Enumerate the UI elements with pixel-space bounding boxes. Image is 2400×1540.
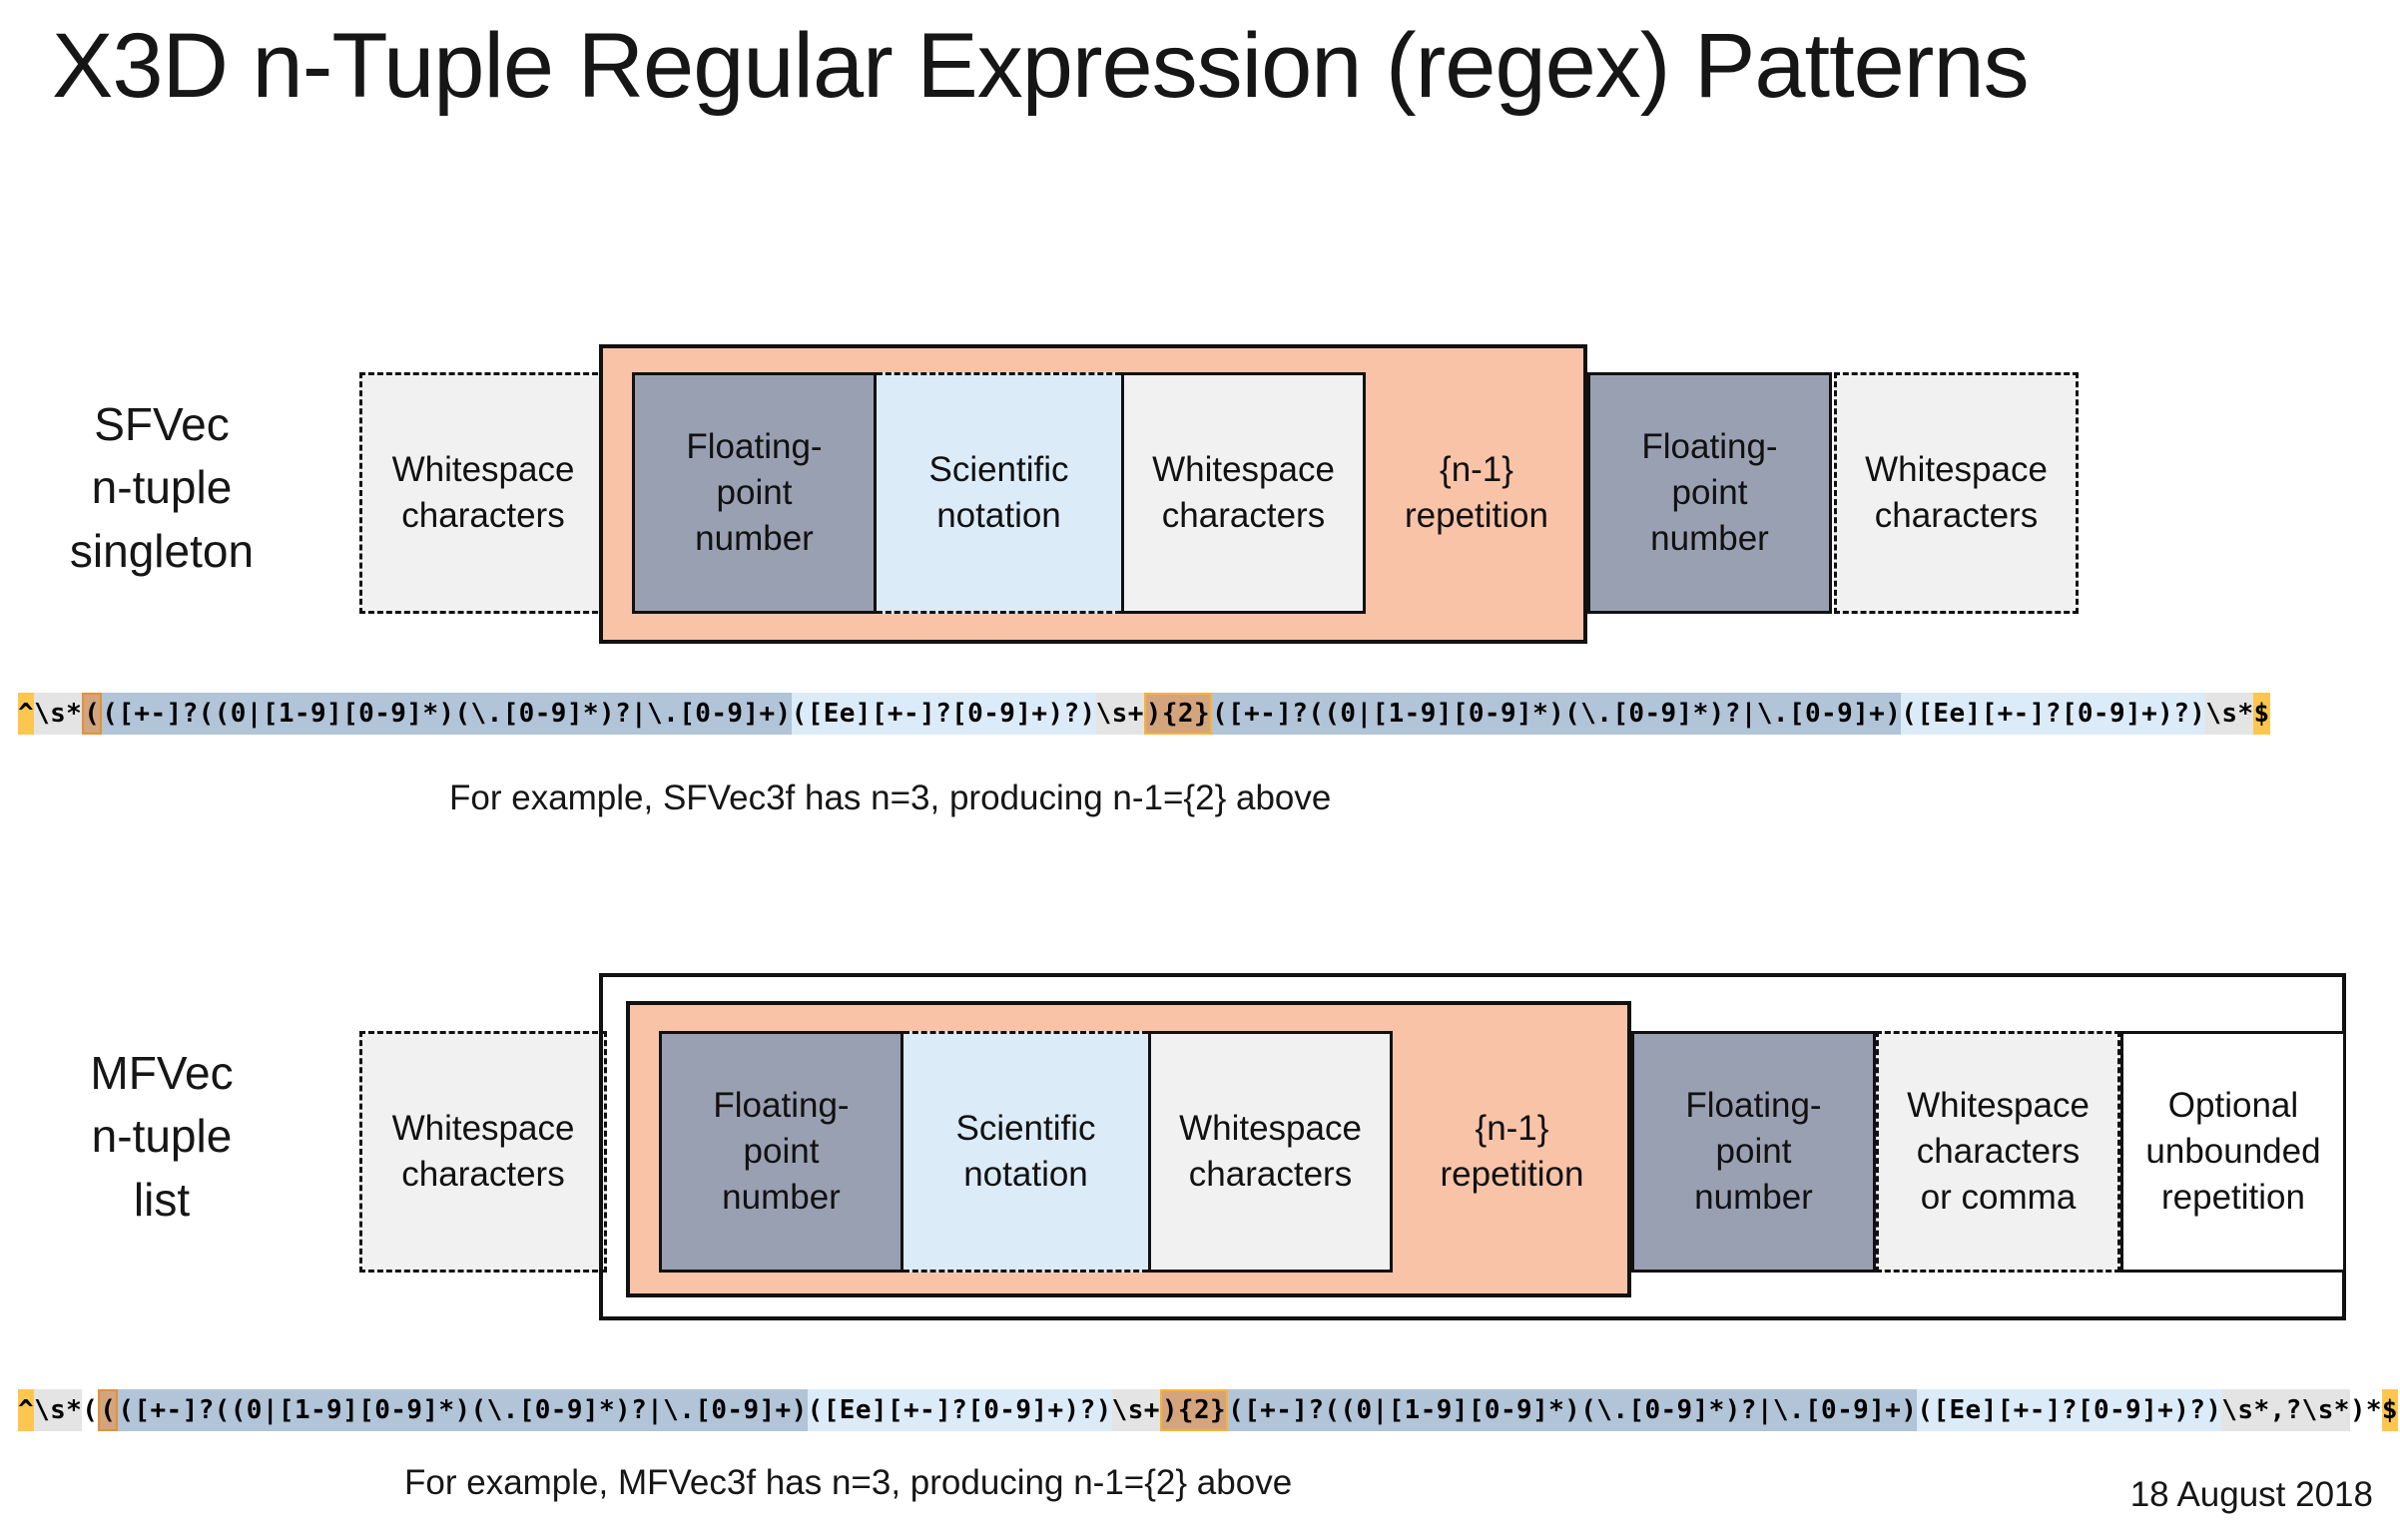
mfvec-regex-pattern: ^\s*((([+-]?((0|[1-9][0-9]*)(\.[0-9]*)?|… bbox=[18, 1389, 2398, 1431]
regex-segment-ws: \s+ bbox=[1111, 1389, 1160, 1431]
regex-segment-anchor: ^ bbox=[18, 693, 35, 735]
regex-segment-paren: ( bbox=[98, 1389, 119, 1431]
regex-segment-fp: ([+-]?((0|[1-9][0-9]*)(\.[0-9]*)?|\.[0-9… bbox=[102, 693, 792, 735]
mfvec-box-floating-point-2: Floating- point number bbox=[1631, 1031, 1876, 1273]
mfvec-box-whitespace-left: Whitespace characters bbox=[359, 1031, 607, 1273]
regex-segment-sci: ([Ee][+-]?[0-9]+)?) bbox=[1901, 693, 2206, 735]
regex-segment-anchor: $ bbox=[2381, 1389, 2398, 1431]
regex-segment-anchor: $ bbox=[2253, 693, 2270, 735]
sfvec-box-floating-point-2: Floating- point number bbox=[1587, 372, 1832, 614]
mfvec-example-note: For example, MFVec3f has n=3, producing … bbox=[404, 1463, 1293, 1502]
regex-segment-sci: ([Ee][+-]?[0-9]+)?) bbox=[807, 1389, 1112, 1431]
regex-segment-fp: ([+-]?((0|[1-9][0-9]*)(\.[0-9]*)?|\.[0-9… bbox=[1212, 693, 1902, 735]
sfvec-example-note: For example, SFVec3f has n=3, producing … bbox=[449, 778, 1332, 817]
mfvec-row-label: MFVec n-tuple list bbox=[90, 1047, 234, 1226]
regex-segment-ws: \s+ bbox=[1095, 693, 1144, 735]
slide-date: 18 August 2018 bbox=[2129, 1475, 2373, 1514]
mfvec-box-whitespace-middle: Whitespace characters bbox=[1148, 1031, 1393, 1273]
sfvec-box-scientific-notation: Scientific notation bbox=[877, 372, 1121, 614]
regex-segment-sci: ([Ee][+-]?[0-9]+)?) bbox=[791, 693, 1096, 735]
regex-segment-rep: ){2} bbox=[1143, 693, 1212, 735]
sfvec-row-label: SFVec n-tuple singleton bbox=[69, 398, 255, 577]
regex-segment-paren: ( bbox=[82, 693, 103, 735]
mfvec-box-whitespace-or-comma: Whitespace characters or comma bbox=[1876, 1031, 2120, 1273]
regex-segment-ws: \s* bbox=[34, 1389, 83, 1431]
regex-segment-sci: ([Ee][+-]?[0-9]+)?) bbox=[1917, 1389, 2222, 1431]
regex-segment-fp: ([+-]?((0|[1-9][0-9]*)(\.[0-9]*)?|\.[0-9… bbox=[1228, 1389, 1918, 1431]
sfvec-regex-pattern: ^\s*(([+-]?((0|[1-9][0-9]*)(\.[0-9]*)?|\… bbox=[18, 693, 2270, 735]
mfvec-box-floating-point-1: Floating- point number bbox=[659, 1031, 903, 1273]
sfvec-box-whitespace-left: Whitespace characters bbox=[359, 372, 607, 614]
sfvec-box-whitespace-right: Whitespace characters bbox=[1834, 372, 2079, 614]
regex-segment-ws: \s*,?\s* bbox=[2221, 1389, 2350, 1431]
sfvec-box-whitespace-middle: Whitespace characters bbox=[1121, 372, 1366, 614]
mfvec-box-scientific-notation: Scientific notation bbox=[903, 1031, 1148, 1273]
mfvec-repetition-label: {n-1} repetition bbox=[1440, 1108, 1584, 1194]
regex-segment-plain: ( bbox=[82, 1395, 99, 1425]
mfvec-box-optional-unbounded-repetition: Optional unbounded repetition bbox=[2120, 1031, 2346, 1273]
slide-title: X3D n-Tuple Regular Expression (regex) P… bbox=[52, 15, 2030, 117]
regex-segment-rep: ){2} bbox=[1159, 1389, 1229, 1431]
sfvec-repetition-label: {n-1} repetition bbox=[1405, 449, 1548, 535]
regex-segment-ws: \s* bbox=[2205, 693, 2254, 735]
regex-segment-fp: ([+-]?((0|[1-9][0-9]*)(\.[0-9]*)?|\.[0-9… bbox=[118, 1389, 808, 1431]
sfvec-box-floating-point-1: Floating- point number bbox=[632, 372, 877, 614]
regex-segment-anchor: ^ bbox=[18, 1389, 35, 1431]
regex-segment-ws: \s* bbox=[34, 693, 83, 735]
regex-segment-plain: )* bbox=[2349, 1395, 2382, 1425]
